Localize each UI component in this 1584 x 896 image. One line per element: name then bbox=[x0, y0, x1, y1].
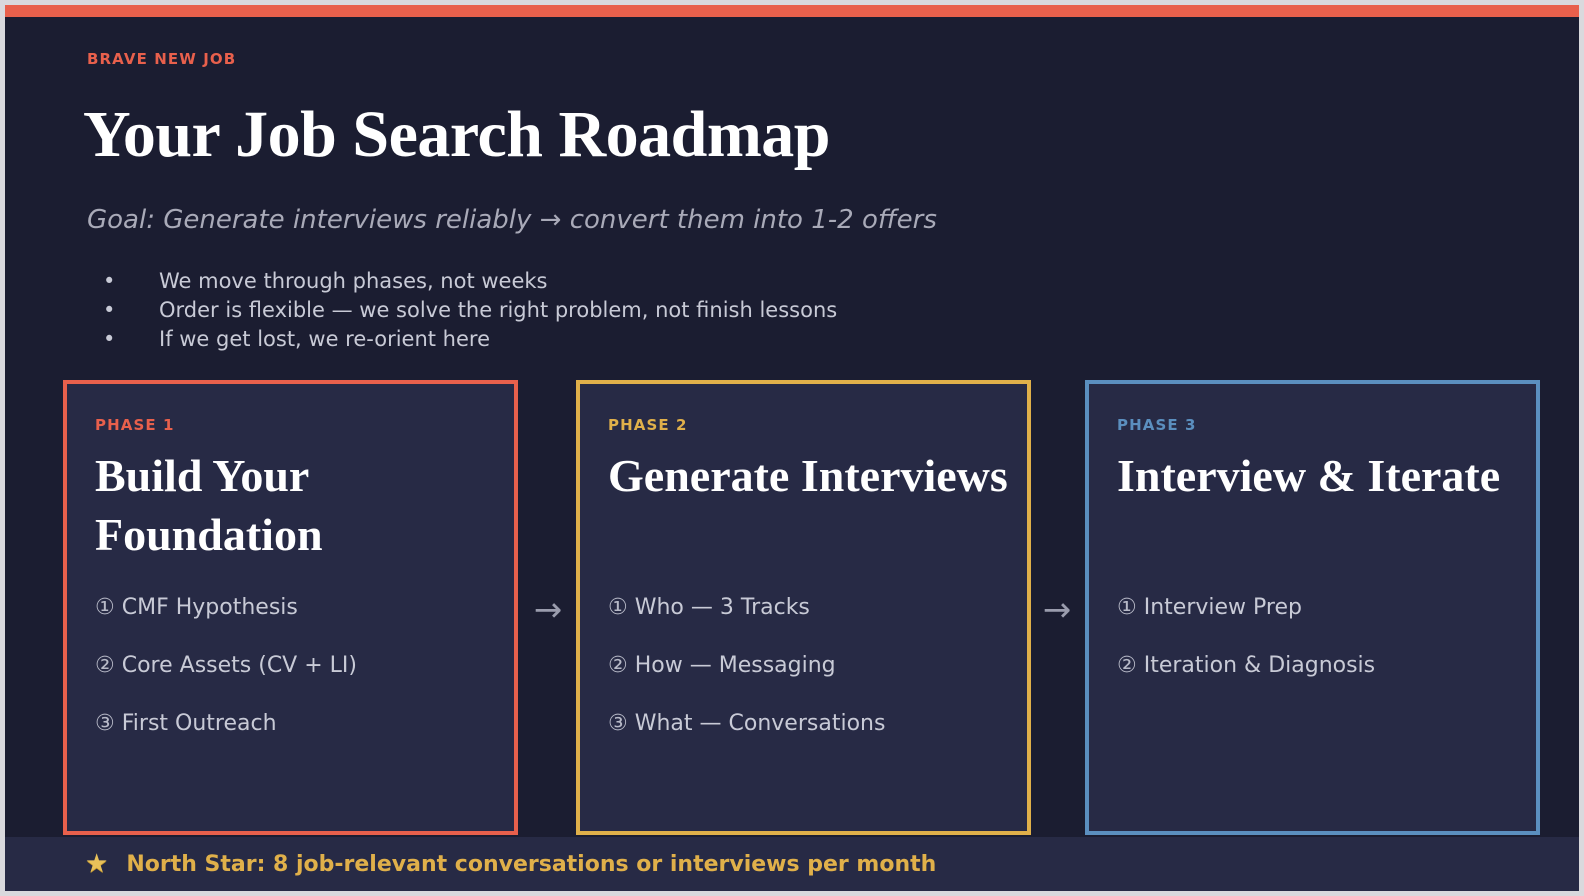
step-number-icon: ② bbox=[95, 653, 115, 678]
phase-label: PHASE 1 bbox=[95, 416, 175, 434]
phase-card-1[interactable]: PHASE 1 Build Your Foundation ① CMF Hypo… bbox=[63, 380, 518, 835]
phase-title: Interview & Iterate bbox=[1117, 450, 1501, 501]
list-item[interactable]: ② Iteration & Diagnosis bbox=[1117, 652, 1527, 680]
north-star-footer: ★ North Star: 8 job-relevant conversatio… bbox=[5, 837, 1579, 891]
step-number-icon: ② bbox=[1117, 653, 1137, 678]
step-number-icon: ① bbox=[608, 595, 628, 620]
list-item: • We move through phases, not weeks bbox=[97, 267, 837, 296]
list-item[interactable]: ① Interview Prep bbox=[1117, 594, 1527, 622]
step-label: First Outreach bbox=[121, 711, 277, 736]
arrow-right-icon: → bbox=[533, 590, 563, 630]
phase-label: PHASE 2 bbox=[608, 416, 688, 434]
list-item[interactable]: ① CMF Hypothesis bbox=[95, 594, 505, 622]
step-number-icon: ② bbox=[608, 653, 628, 678]
step-number-icon: ① bbox=[1117, 595, 1137, 620]
phase-step-list: ① Who — 3 Tracks ② How — Messaging ③ Wha… bbox=[608, 594, 1018, 768]
phase-step-list: ① CMF Hypothesis ② Core Assets (CV + LI)… bbox=[95, 594, 505, 768]
phase-step-list: ① Interview Prep ② Iteration & Diagnosis bbox=[1117, 594, 1527, 710]
star-icon: ★ bbox=[85, 849, 109, 879]
step-label: Interview Prep bbox=[1143, 595, 1302, 620]
bullet-text: We move through phases, not weeks bbox=[159, 269, 548, 293]
bullet-dot-icon: • bbox=[103, 298, 116, 322]
bullet-text: Order is flexible — we solve the right p… bbox=[159, 298, 838, 322]
bullet-dot-icon: • bbox=[103, 269, 116, 293]
north-star-text: North Star: 8 job-relevant conversations… bbox=[126, 851, 937, 877]
step-number-icon: ③ bbox=[608, 711, 628, 736]
list-item[interactable]: ② How — Messaging bbox=[608, 652, 1018, 680]
list-item[interactable]: ① Who — 3 Tracks bbox=[608, 594, 1018, 622]
list-item: • If we get lost, we re-orient here bbox=[97, 325, 837, 354]
step-label: CMF Hypothesis bbox=[121, 595, 298, 620]
page-title: Your Job Search Roadmap bbox=[83, 98, 831, 171]
bullet-text: If we get lost, we re-orient here bbox=[159, 327, 491, 351]
phase-title: Build Your Foundation bbox=[95, 450, 323, 560]
list-item: • Order is flexible — we solve the right… bbox=[97, 296, 837, 325]
step-number-icon: ① bbox=[95, 595, 115, 620]
list-item[interactable]: ③ What — Conversations bbox=[608, 710, 1018, 738]
phase-card-3[interactable]: PHASE 3 Interview & Iterate ① Interview … bbox=[1085, 380, 1540, 835]
phase-cards-row: PHASE 1 Build Your Foundation ① CMF Hypo… bbox=[63, 380, 1544, 835]
step-number-icon: ③ bbox=[95, 711, 115, 736]
phase-card-2[interactable]: PHASE 2 Generate Interviews ① Who — 3 Tr… bbox=[576, 380, 1031, 835]
phase-label: PHASE 3 bbox=[1117, 416, 1197, 434]
brand-eyebrow: BRAVE NEW JOB bbox=[87, 50, 237, 68]
step-label: How — Messaging bbox=[634, 653, 836, 678]
slide-content: BRAVE NEW JOB Your Job Search Roadmap Go… bbox=[5, 17, 1579, 891]
list-item[interactable]: ③ First Outreach bbox=[95, 710, 505, 738]
goal-subtitle: Goal: Generate interviews reliably → con… bbox=[87, 205, 937, 235]
list-item[interactable]: ② Core Assets (CV + LI) bbox=[95, 652, 505, 680]
intro-bullet-list: • We move through phases, not weeks • Or… bbox=[97, 267, 837, 354]
arrow-right-icon: → bbox=[1042, 590, 1072, 630]
phase-title: Generate Interviews bbox=[608, 450, 1008, 501]
step-label: What — Conversations bbox=[634, 711, 886, 736]
step-label: Who — 3 Tracks bbox=[634, 595, 810, 620]
step-label: Iteration & Diagnosis bbox=[1143, 653, 1376, 678]
step-label: Core Assets (CV + LI) bbox=[121, 653, 357, 678]
bullet-dot-icon: • bbox=[103, 327, 116, 351]
top-accent-bar bbox=[5, 5, 1579, 17]
slide-root: BRAVE NEW JOB Your Job Search Roadmap Go… bbox=[5, 5, 1579, 891]
